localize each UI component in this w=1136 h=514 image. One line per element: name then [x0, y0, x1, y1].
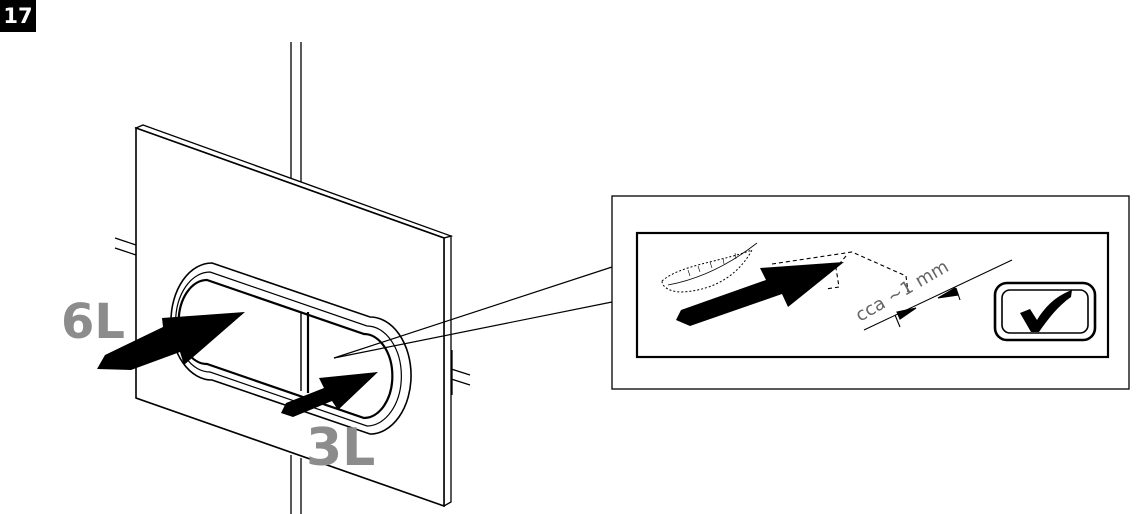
dimension-lines — [863, 259, 1013, 331]
feather-icon — [661, 242, 758, 293]
full-flush-label: 6L — [61, 294, 125, 350]
step-number-badge: 17 — [0, 0, 36, 32]
button-divider — [300, 312, 310, 393]
full-flush-arrow — [97, 312, 245, 370]
press-arrow — [676, 262, 844, 326]
check-mark-icon — [993, 281, 1097, 342]
frame-rails — [114, 42, 471, 514]
half-flush-label: 3L — [306, 418, 375, 478]
half-flush-arrow — [281, 372, 378, 417]
flush-plate — [134, 124, 454, 508]
detail-callout: cca ~1 mm — [611, 195, 1130, 390]
callout-leaders — [333, 266, 613, 359]
button-edge-dashed — [771, 251, 909, 293]
